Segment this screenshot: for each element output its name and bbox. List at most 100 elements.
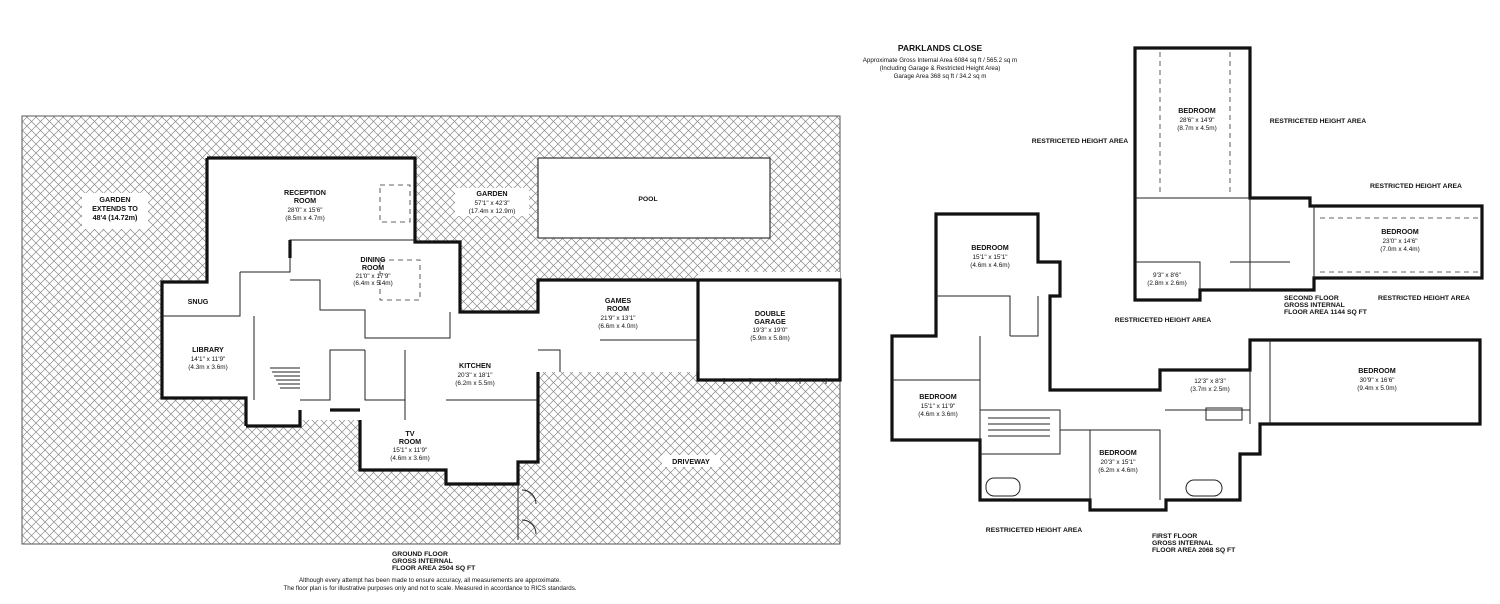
room-garage-metric: (5.9m x 5.8m) — [750, 335, 789, 342]
ff-bedroom-5-name: BEDROOM — [1358, 366, 1396, 375]
sf-restricted-label: RESTRICETED HEIGHT AREA — [1270, 118, 1367, 125]
room-tv-metric: (4.6m x 3.6m) — [390, 455, 429, 462]
ff-bedroom-1-dims: 15'1" x 15'1" — [972, 254, 1007, 261]
pool — [537, 157, 771, 239]
bathtub-2 — [1185, 479, 1223, 497]
ff-bedroom-1: BEDROOM 15'1" x 15'1" (4.6m x 4.6m) — [970, 243, 1009, 269]
gross-area-line: Approximate Gross Internal Area 6084 sq … — [863, 57, 1017, 64]
ff-restricted-label: RESTRICETED HEIGHT AREA — [986, 527, 1083, 534]
snug-label: SNUG — [188, 297, 209, 306]
ff-bedroom-2-name: BEDROOM — [919, 392, 957, 401]
restricted-height-lines — [1159, 52, 1478, 273]
sf-room-3-dims: 9'3" x 8'6" — [1153, 272, 1181, 279]
room-garden-metric: (17.4m x 12.9m) — [469, 208, 516, 215]
room-garden: GARDEN 57'1" x 42'3" (17.4m x 12.9m) — [455, 188, 529, 216]
sf-bedroom-1: BEDROOM 28'6" x 14'9" (8.7m x 4.5m) — [1177, 106, 1216, 132]
room-kitchen-dims: 20'3" x 18'1" — [457, 372, 492, 379]
room-games-dims: 21'9" x 13'1" — [600, 315, 635, 322]
ff-room-4-metric: (3.7m x 2.5m) — [1190, 386, 1229, 393]
ground-outer-walls — [160, 156, 842, 486]
ff-bedroom-1-metric: (4.6m x 4.6m) — [970, 262, 1009, 269]
disclaimer-line-1: Although every attempt has been made to … — [299, 577, 561, 584]
disclaimer-line-2: The floor plan is for illustrative purpo… — [283, 585, 576, 592]
bathtub-3 — [1205, 407, 1243, 421]
sf-bedroom-2-name: BEDROOM — [1381, 227, 1419, 236]
garden-label-bg — [455, 188, 529, 216]
first-stairs — [988, 417, 1050, 437]
driveway-bg — [662, 455, 720, 467]
ff-bedroom-2: BEDROOM 15'1" x 11'9" (4.6m x 3.6m) — [918, 392, 957, 418]
ff-bedroom-3-dims: 20'3" x 15'1" — [1100, 459, 1135, 466]
room-garage-dims: 19'3" x 19'0" — [752, 327, 787, 334]
bathtub-1 — [985, 477, 1021, 497]
room-reception-metric: (8.5m x 4.7m) — [285, 215, 324, 222]
sf-bedroom-1-name: BEDROOM — [1178, 106, 1216, 115]
ff-bedroom-3: BEDROOM 20'3" x 15'1" (6.2m x 4.6m) — [1098, 448, 1137, 474]
room-kitchen-metric: (6.2m x 5.5m) — [455, 380, 494, 387]
driveway-text: DRIVEWAY — [672, 457, 710, 466]
ff-bedroom-1-name: BEDROOM — [971, 243, 1009, 252]
pool-label: POOL — [638, 196, 657, 203]
ff-room-4: 12'3" x 8'3" (3.7m x 2.5m) — [1190, 378, 1229, 393]
ff-restricted-label-3: RESTRICETED HEIGHT AREA — [1032, 138, 1129, 145]
sf-restricted-label-2: RESTRICTED HEIGHT AREA — [1370, 183, 1462, 190]
gross-area-note: (Including Garage & Restricted Height Ar… — [880, 65, 1001, 72]
room-kitchen: KITCHEN 20'3" x 18'1" (6.2m x 5.5m) — [455, 361, 494, 387]
room-garden-name: GARDEN — [476, 189, 507, 198]
garden-extends-bg — [82, 193, 148, 229]
ff-bedroom-2-dims: 15'1" x 11'9" — [921, 403, 956, 410]
driveway-gate — [517, 484, 537, 540]
first-floor-plan: BEDROOM 15'1" x 15'1" (4.6m x 4.6m) BEDR… — [890, 138, 1482, 554]
garage-area-line: Garage Area 368 sq ft / 34.2 sq m — [894, 73, 987, 80]
plan-title: PARKLANDS CLOSE Approximate Gross Intern… — [863, 43, 1017, 80]
second-internal-walls — [1135, 197, 1315, 290]
room-library-name: LIBRARY — [192, 345, 224, 354]
room-kitchen-name: KITCHEN — [459, 361, 491, 370]
first-outer-walls — [890, 212, 1482, 512]
room-dining-metric: (6.4m x 5.4m) — [353, 280, 392, 287]
room-library-metric: (4.3m x 3.6m) — [188, 364, 227, 371]
ff-bedroom-5-metric: (9.4m x 5.0m) — [1357, 385, 1396, 392]
ff-bedroom-5-dims: 30'9" x 16'6" — [1359, 377, 1394, 384]
property-name: PARKLANDS CLOSE — [898, 43, 983, 53]
ground-stairs — [270, 367, 300, 389]
sf-bedroom-2-metric: (7.0m x 4.4m) — [1380, 246, 1419, 253]
ff-room-4-dims: 12'3" x 8'3" — [1194, 378, 1226, 385]
fitted-units — [379, 184, 421, 301]
ff-restricted-label-2: RESTRICETED HEIGHT AREA — [1115, 317, 1212, 324]
sf-bedroom-1-metric: (8.7m x 4.5m) — [1177, 125, 1216, 132]
room-dining-dims: 21'0" x 17'9" — [355, 273, 390, 280]
room-reception-dims: 28'0" x 15'6" — [287, 207, 322, 214]
sf-room-3: 9'3" x 8'6" (2.8m x 2.6m) — [1147, 272, 1186, 287]
driveway-label: DRIVEWAY — [662, 455, 720, 467]
sf-restricted-label-3: RESTRICTED HEIGHT AREA — [1378, 295, 1470, 302]
ff-bedroom-2-metric: (4.6m x 3.6m) — [918, 411, 957, 418]
room-library-dims: 14'1" x 11'9" — [191, 356, 226, 363]
ff-bedroom-3-name: BEDROOM — [1099, 448, 1137, 457]
sf-bedroom-1-dims: 28'6" x 14'9" — [1179, 117, 1214, 124]
sf-room-3-metric: (2.8m x 2.6m) — [1147, 280, 1186, 287]
first-internal-walls — [892, 295, 1271, 500]
room-tv-dims: 15'1" x 11'9" — [393, 447, 428, 454]
room-games-metric: (6.6m x 4.0m) — [598, 323, 637, 330]
ff-bedroom-5: BEDROOM 30'9" x 16'6" (9.4m x 5.0m) — [1357, 366, 1396, 392]
sf-bedroom-2: BEDROOM 23'0" x 14'6" (7.0m x 4.4m) — [1380, 227, 1419, 253]
room-library: LIBRARY 14'1" x 11'9" (4.3m x 3.6m) — [188, 345, 227, 371]
sf-bedroom-2-dims: 23'0" x 14'6" — [1382, 238, 1417, 245]
